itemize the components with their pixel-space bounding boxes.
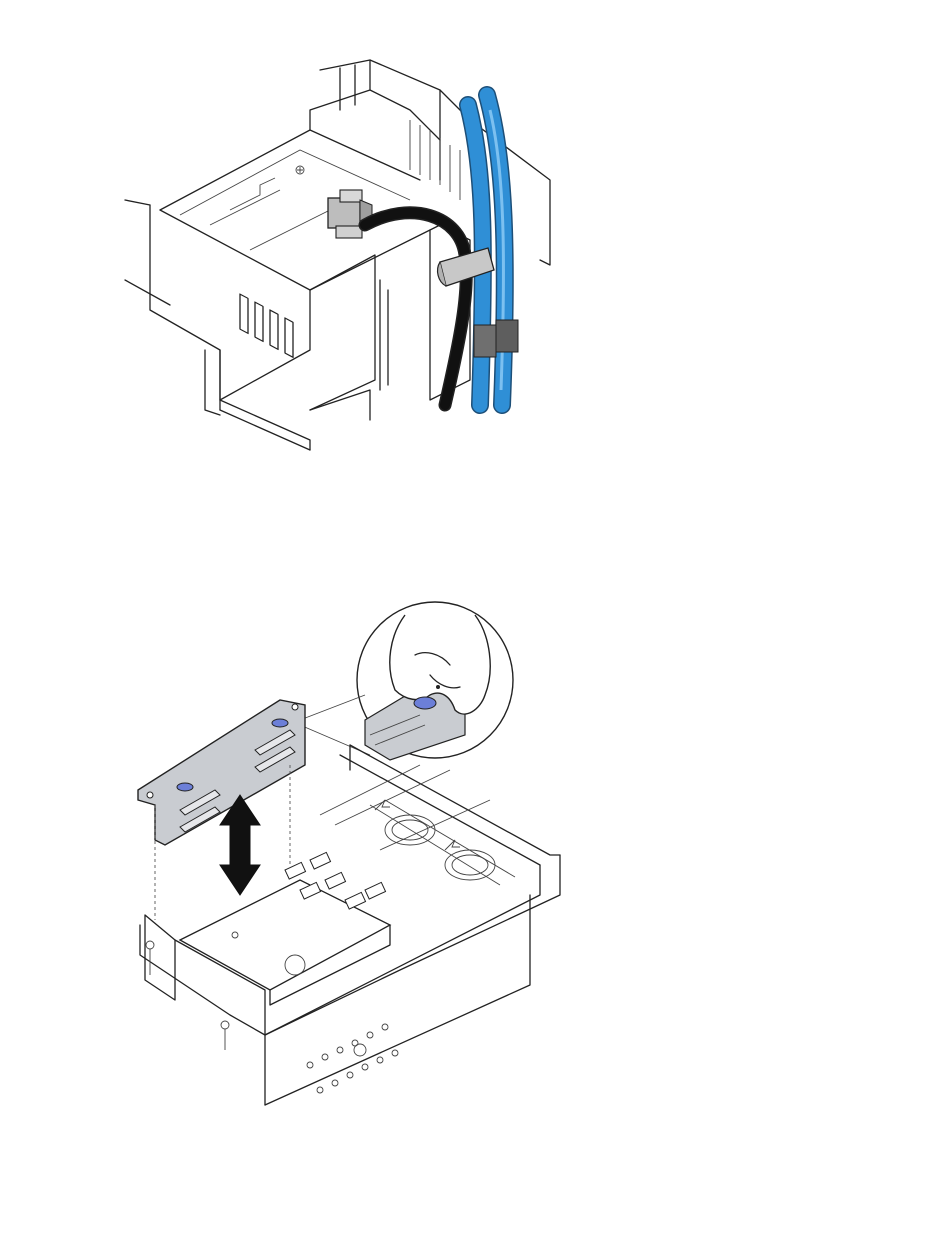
blue-cables (468, 95, 518, 405)
detail-callout (300, 602, 513, 760)
drive-cage (180, 852, 390, 1005)
backplane-removal-illustration (120, 595, 570, 1115)
cable-routing-illustration (110, 50, 580, 460)
